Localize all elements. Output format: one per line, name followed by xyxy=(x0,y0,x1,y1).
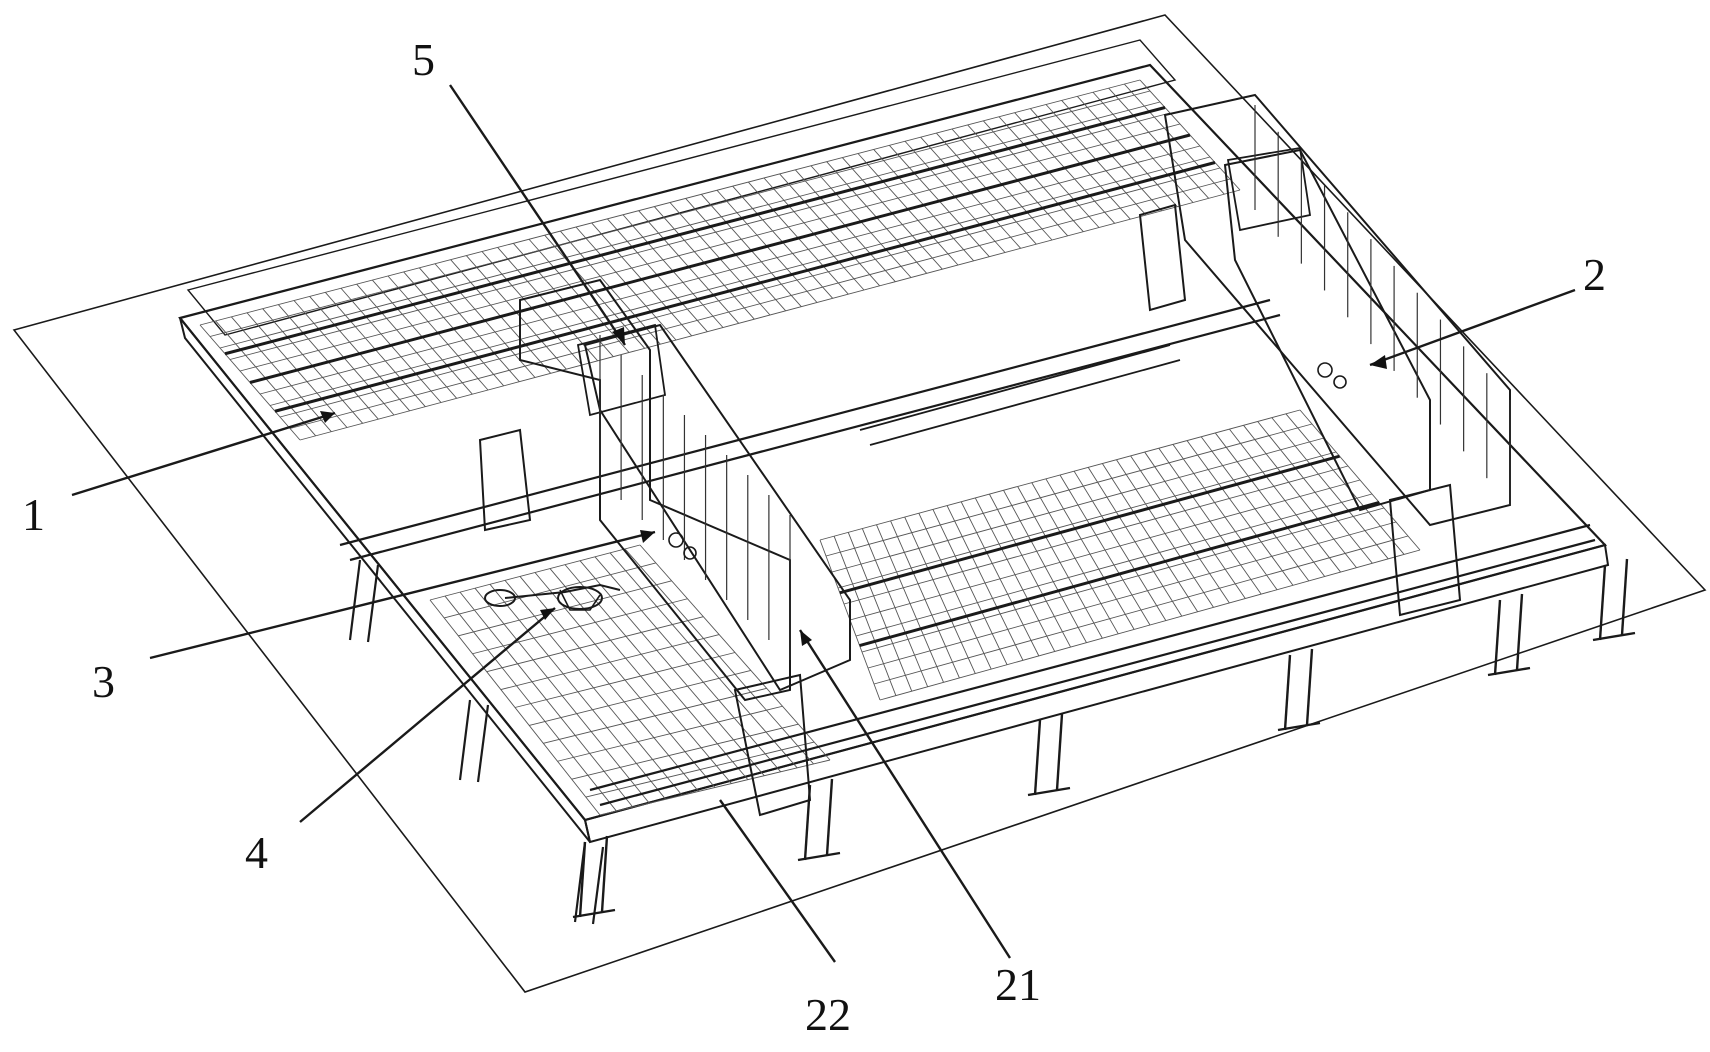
leader-line-21 xyxy=(798,629,1012,959)
leader-lines xyxy=(71,84,1576,963)
label-3: 3 xyxy=(92,656,115,707)
label-21: 21 xyxy=(995,959,1041,1010)
label-1: 1 xyxy=(22,489,45,540)
arrowhead-5 xyxy=(612,327,625,345)
leader-line-1 xyxy=(71,411,336,497)
back-panel xyxy=(186,39,1177,336)
deck-left-face xyxy=(179,317,591,843)
leader-line-22 xyxy=(719,799,836,963)
label-22: 22 xyxy=(805,989,851,1040)
arrowhead-2 xyxy=(1370,355,1387,369)
leader-line-2 xyxy=(1369,288,1576,367)
guide-rails xyxy=(339,298,1596,807)
arrowhead-3 xyxy=(640,530,655,543)
arrowhead-4 xyxy=(540,608,555,620)
arrowhead-1 xyxy=(320,411,335,423)
arrowhead-21 xyxy=(800,630,812,646)
welding-robot-arm xyxy=(484,362,1347,611)
leader-line-5 xyxy=(449,84,626,346)
gantry-frame-left xyxy=(478,278,851,817)
gantry-beam-right xyxy=(1223,148,1431,512)
mesh-grid xyxy=(199,79,1421,816)
gantry-frame-right xyxy=(1138,93,1511,617)
ground-plane xyxy=(12,14,1707,993)
label-4: 4 xyxy=(245,827,268,878)
label-2: 2 xyxy=(1583,249,1606,300)
leader-line-4 xyxy=(299,607,556,823)
label-5: 5 xyxy=(412,34,435,85)
leader-line-3 xyxy=(149,530,656,660)
